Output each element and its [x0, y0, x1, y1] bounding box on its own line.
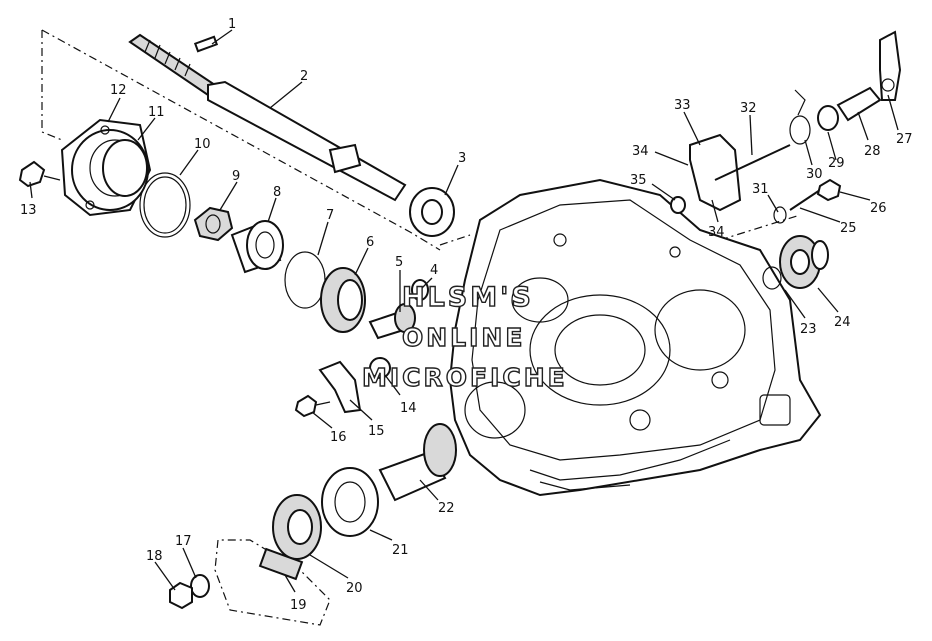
needle-bearing-19 — [258, 547, 304, 581]
callout-14: 14 — [400, 401, 417, 416]
shaft-22 — [378, 423, 457, 502]
callout-34-top: 34 — [632, 144, 649, 159]
shift-shaft-32 — [714, 144, 791, 181]
callout-9: 9 — [232, 169, 240, 184]
callout-4: 4 — [430, 263, 438, 278]
callout-23: 23 — [800, 322, 817, 337]
callout-15: 15 — [368, 424, 385, 439]
callout-22: 22 — [438, 501, 455, 516]
nut-9 — [193, 206, 234, 242]
bolt-26 — [816, 178, 842, 202]
nut-18 — [169, 581, 193, 610]
spacer-28 — [836, 86, 882, 122]
callout-29: 29 — [828, 156, 845, 171]
callout-8: 8 — [273, 185, 281, 200]
o-ring-10 — [139, 172, 191, 238]
bushing-14 — [369, 357, 391, 379]
washer-17 — [190, 574, 210, 598]
callout-31: 31 — [752, 182, 769, 197]
bearing-3 — [409, 187, 455, 237]
bolt-16 — [294, 394, 331, 418]
washer-4 — [411, 279, 429, 301]
callout-6: 6 — [366, 235, 374, 250]
callout-21: 21 — [392, 543, 409, 558]
callout-10: 10 — [194, 137, 211, 152]
callout-24: 24 — [834, 315, 851, 330]
callout-27: 27 — [896, 132, 913, 147]
main-shaft — [128, 33, 407, 202]
callout-3: 3 — [458, 151, 466, 166]
shift-lever-27 — [879, 30, 902, 101]
callout-17: 17 — [175, 534, 192, 549]
watermark-line-2: ONLINE — [402, 323, 525, 352]
shaft-key — [193, 35, 219, 53]
callout-30: 30 — [806, 167, 823, 182]
gear-24 — [779, 235, 829, 289]
bolt-13 — [18, 160, 61, 188]
link-25 — [789, 189, 821, 211]
bearing-8 — [230, 220, 284, 274]
shift-fork-33 — [689, 133, 742, 212]
callout-33: 33 — [674, 98, 691, 113]
snap-ring-7 — [284, 251, 326, 309]
collar-29 — [817, 105, 839, 131]
callout-28: 28 — [864, 144, 881, 159]
callout-20: 20 — [346, 581, 363, 596]
spring-31 — [773, 206, 787, 224]
callout-32: 32 — [740, 101, 757, 116]
callout-18: 18 — [146, 549, 163, 564]
bracket-15 — [318, 360, 362, 414]
callout-26: 26 — [870, 201, 887, 216]
washer-35 — [670, 196, 686, 214]
spring-30 — [789, 89, 811, 145]
gear-20 — [272, 494, 322, 560]
callout-19: 19 — [290, 598, 307, 613]
callout-34-bottom: 34 — [708, 225, 725, 240]
bearing-21 — [321, 467, 379, 537]
callout-labels: 1 2 3 4 5 6 7 8 9 10 11 12 13 14 15 16 1… — [20, 17, 913, 613]
assembly-guide-lines — [41, 29, 801, 626]
callout-35: 35 — [630, 173, 647, 188]
callout-13: 13 — [20, 203, 37, 218]
callout-7: 7 — [326, 208, 334, 223]
washer-23 — [762, 266, 782, 290]
callout-1: 1 — [228, 17, 236, 32]
callout-11: 11 — [148, 105, 165, 120]
callout-16: 16 — [330, 430, 347, 445]
watermark-line-3: MICROFICHE — [362, 363, 568, 392]
callout-25: 25 — [840, 221, 857, 236]
bevel-gear-6 — [320, 267, 366, 333]
seal-11 — [102, 139, 148, 197]
callout-12: 12 — [110, 83, 127, 98]
callout-5: 5 — [395, 255, 403, 270]
watermark: HLSM'S ONLINE MICROFICHE — [361, 281, 568, 392]
watermark-line-1: HLSM'S — [402, 282, 534, 313]
leader-lines — [29, 29, 899, 593]
callout-2: 2 — [300, 69, 308, 84]
